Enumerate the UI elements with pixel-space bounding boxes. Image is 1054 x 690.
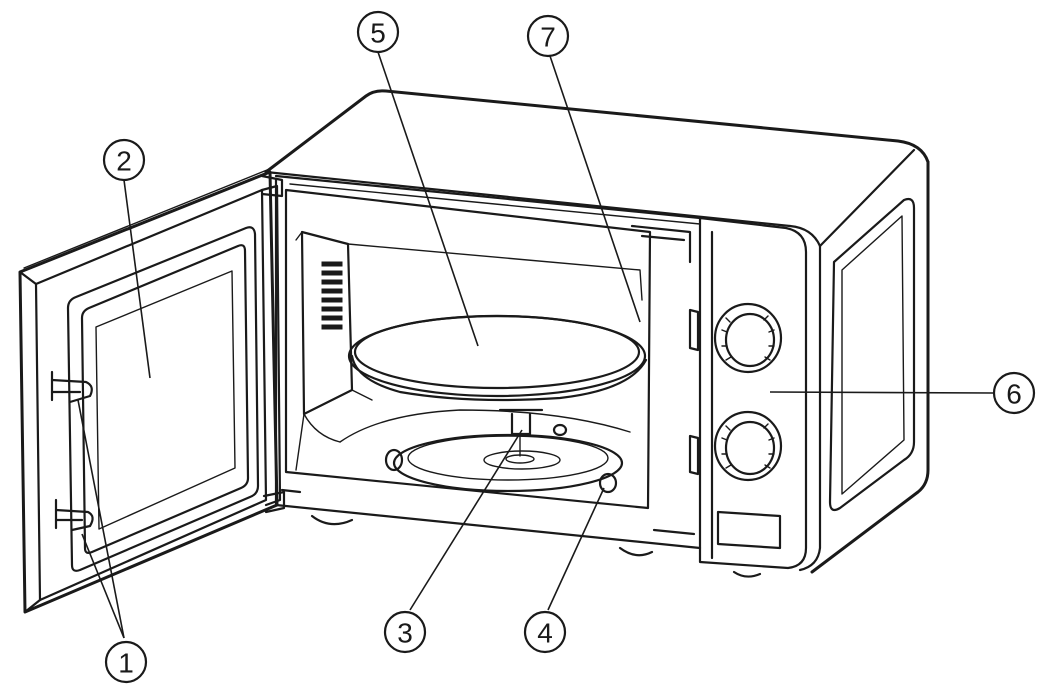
door-release-button	[716, 510, 782, 550]
side-vent-panel	[828, 197, 916, 512]
callout-4: 4	[523, 610, 567, 654]
callout-1: 1	[104, 640, 148, 684]
callout-6: 6	[992, 371, 1036, 415]
door-interlock-lower	[280, 434, 700, 536]
callout-2-label: 2	[116, 146, 132, 177]
door-latch-lower	[54, 498, 94, 532]
callout-3-label: 3	[397, 618, 413, 649]
oven-cavity	[295, 230, 643, 471]
timer-knob	[713, 302, 783, 374]
callout-6-label: 6	[1006, 379, 1022, 410]
door-latch-upper	[50, 370, 93, 404]
cabinet	[264, 89, 930, 578]
callout-2: 2	[102, 138, 146, 182]
power-knob	[713, 410, 783, 482]
feet	[310, 514, 762, 578]
callout-7: 7	[526, 14, 570, 58]
roller-ring	[384, 423, 624, 494]
door-interlock-upper	[630, 224, 700, 352]
glass-tray	[347, 314, 648, 402]
callout-5: 5	[356, 10, 400, 54]
door	[18, 167, 286, 614]
callout-3: 3	[383, 610, 427, 654]
callout-1-label: 1	[118, 648, 134, 679]
control-panel	[698, 216, 808, 570]
callout-4-label: 4	[537, 618, 553, 649]
cavity-vent-slots	[321, 261, 343, 330]
callout-5-label: 5	[370, 18, 386, 49]
leader-lines	[77, 51, 994, 639]
door-window	[66, 226, 260, 572]
callout-7-label: 7	[540, 22, 556, 53]
turntable-shaft	[498, 408, 544, 457]
